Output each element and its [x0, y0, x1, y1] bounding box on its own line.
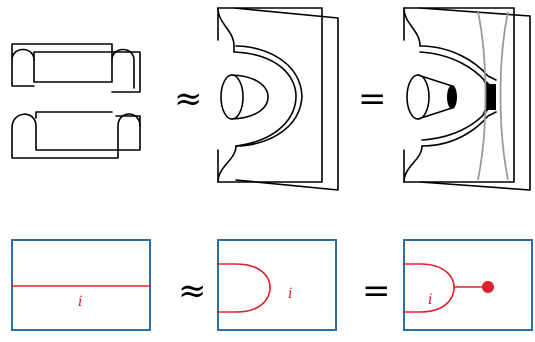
- saddle-surface: [217, 7, 339, 191]
- equals-symbol-top: =: [358, 79, 387, 119]
- planar-box-straight: i: [11, 239, 151, 331]
- approx-symbol-bottom: ≈: [178, 271, 207, 311]
- strand-u-turn: [217, 263, 271, 313]
- saddle-with-neck-surface: [403, 7, 531, 191]
- approx-symbol-top: ≈: [174, 79, 203, 119]
- planar-box-cup-with-dot: i: [403, 239, 533, 331]
- strand-label-middle: i: [288, 286, 292, 302]
- two-tubes-surface: [11, 43, 141, 159]
- planar-box-cup: i: [217, 239, 337, 331]
- dot-marker: [482, 281, 494, 293]
- strand-label-right: i: [428, 292, 432, 308]
- equals-symbol-bottom: =: [362, 271, 391, 311]
- strand-label-left: i: [78, 294, 82, 310]
